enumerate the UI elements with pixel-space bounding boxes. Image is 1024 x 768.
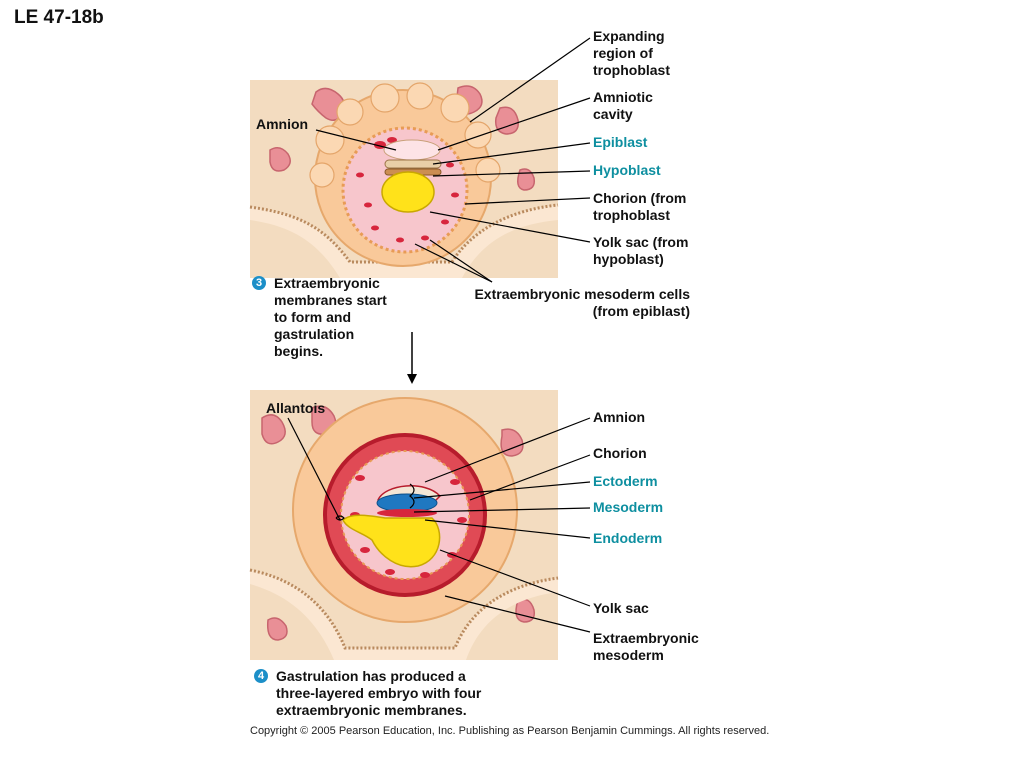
- stage4-mesoderm: [377, 509, 437, 517]
- label-amnion-stage3: Amnion: [256, 116, 309, 132]
- label-extraembryonic-mesoderm-cells: Extraembryonic mesoderm cells (from epib…: [474, 286, 690, 319]
- label-chorion-stage4: Chorion: [593, 445, 647, 461]
- label-yolk-sac-stage4: Yolk sac: [593, 600, 649, 616]
- slide-title: LE 47-18b: [14, 7, 104, 28]
- label-expanding-trophoblast: Expanding region of trophoblast: [593, 28, 670, 78]
- stage3-caption: Extraembryonic membranes start to form a…: [274, 275, 387, 359]
- label-yolk-sac-stage3: Yolk sac (from hypoblast): [593, 234, 689, 267]
- stage3-amniotic-cavity: [383, 139, 441, 161]
- stage4-illustration: [249, 390, 559, 660]
- transition-arrow: [407, 332, 417, 384]
- label-chorion-stage3: Chorion (from trophoblast: [593, 190, 687, 223]
- stage3-number-badge: 3: [252, 276, 266, 290]
- copyright-notice: Copyright © 2005 Pearson Education, Inc.…: [250, 725, 770, 737]
- label-amniotic-cavity: Amniotic cavity: [593, 89, 653, 122]
- stage3-leader-lines: [315, 37, 591, 283]
- stage4-number-badge: 4: [254, 669, 268, 683]
- label-epiblast: Epiblast: [593, 134, 648, 150]
- stage4-uterine-lining: [250, 570, 558, 660]
- label-hypoblast: Hypoblast: [593, 162, 661, 178]
- label-ectoderm: Ectoderm: [593, 473, 658, 489]
- stage3-yolk-sac: [381, 171, 435, 213]
- label-mesoderm: Mesoderm: [593, 499, 664, 515]
- label-amnion-stage4: Amnion: [593, 409, 646, 425]
- stage3-illustration: [249, 80, 559, 278]
- label-allantois: Allantois: [266, 400, 326, 416]
- label-endoderm: Endoderm: [593, 530, 663, 546]
- stage3-epiblast: [384, 159, 442, 169]
- stage4-leader-lines: [287, 417, 591, 633]
- stage4-caption: Gastrulation has produced a three-layere…: [276, 668, 482, 718]
- stage4-yolk-sac: [342, 514, 441, 568]
- label-extraembryonic-mesoderm: Extraembryonic mesoderm: [593, 630, 699, 663]
